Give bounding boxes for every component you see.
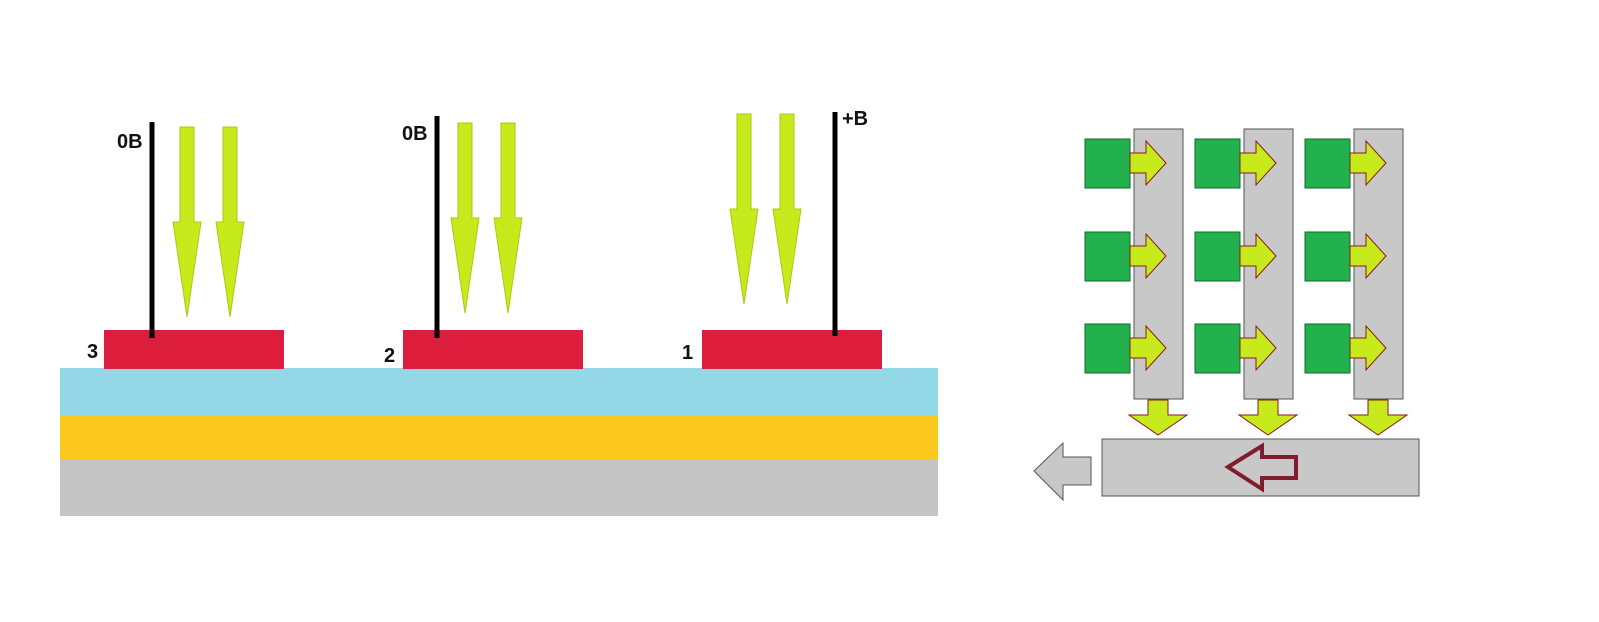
downward-light-arrow-icon	[215, 126, 245, 318]
downward-light-arrow-icon	[172, 126, 202, 318]
output-left-arrow-icon	[1033, 441, 1092, 502]
down-transfer-arrow-icon	[1238, 399, 1298, 436]
pixel	[1194, 138, 1241, 189]
pixel	[1304, 138, 1351, 189]
electrode-3	[104, 330, 284, 369]
readout-scheme	[1033, 128, 1420, 502]
electrode-1-number: 1	[682, 342, 693, 364]
downward-light-arrow-icon	[450, 122, 480, 314]
electrode-1	[702, 330, 882, 369]
semiconductor-layer	[60, 415, 938, 460]
downward-light-arrow-icon	[729, 113, 759, 305]
pixel	[1194, 231, 1241, 282]
pixel	[1304, 323, 1351, 374]
hollow-left-arrow-icon	[1224, 442, 1298, 493]
electrode-3-number: 3	[87, 341, 98, 363]
down-transfer-arrow-icon	[1128, 399, 1188, 436]
down-transfer-arrow-icon	[1348, 399, 1408, 436]
pixel	[1084, 138, 1131, 189]
pixel	[1084, 323, 1131, 374]
electrode-2	[403, 330, 583, 369]
electrode-2-voltage: 0B	[402, 123, 428, 145]
electrode-1-voltage: +B	[842, 108, 868, 130]
pixel	[1084, 231, 1131, 282]
oxide-layer	[60, 368, 938, 416]
downward-light-arrow-icon	[772, 113, 802, 305]
electrode-3-voltage: 0B	[117, 131, 143, 153]
pixel-grid	[1084, 138, 1351, 374]
pixel	[1304, 231, 1351, 282]
downward-light-arrow-icon	[493, 122, 523, 314]
pixel	[1194, 323, 1241, 374]
ccd-cross-section: 3 2 1 0B 0B +B	[60, 108, 938, 516]
electrode-2-number: 2	[384, 345, 395, 367]
substrate-layer	[60, 458, 938, 516]
